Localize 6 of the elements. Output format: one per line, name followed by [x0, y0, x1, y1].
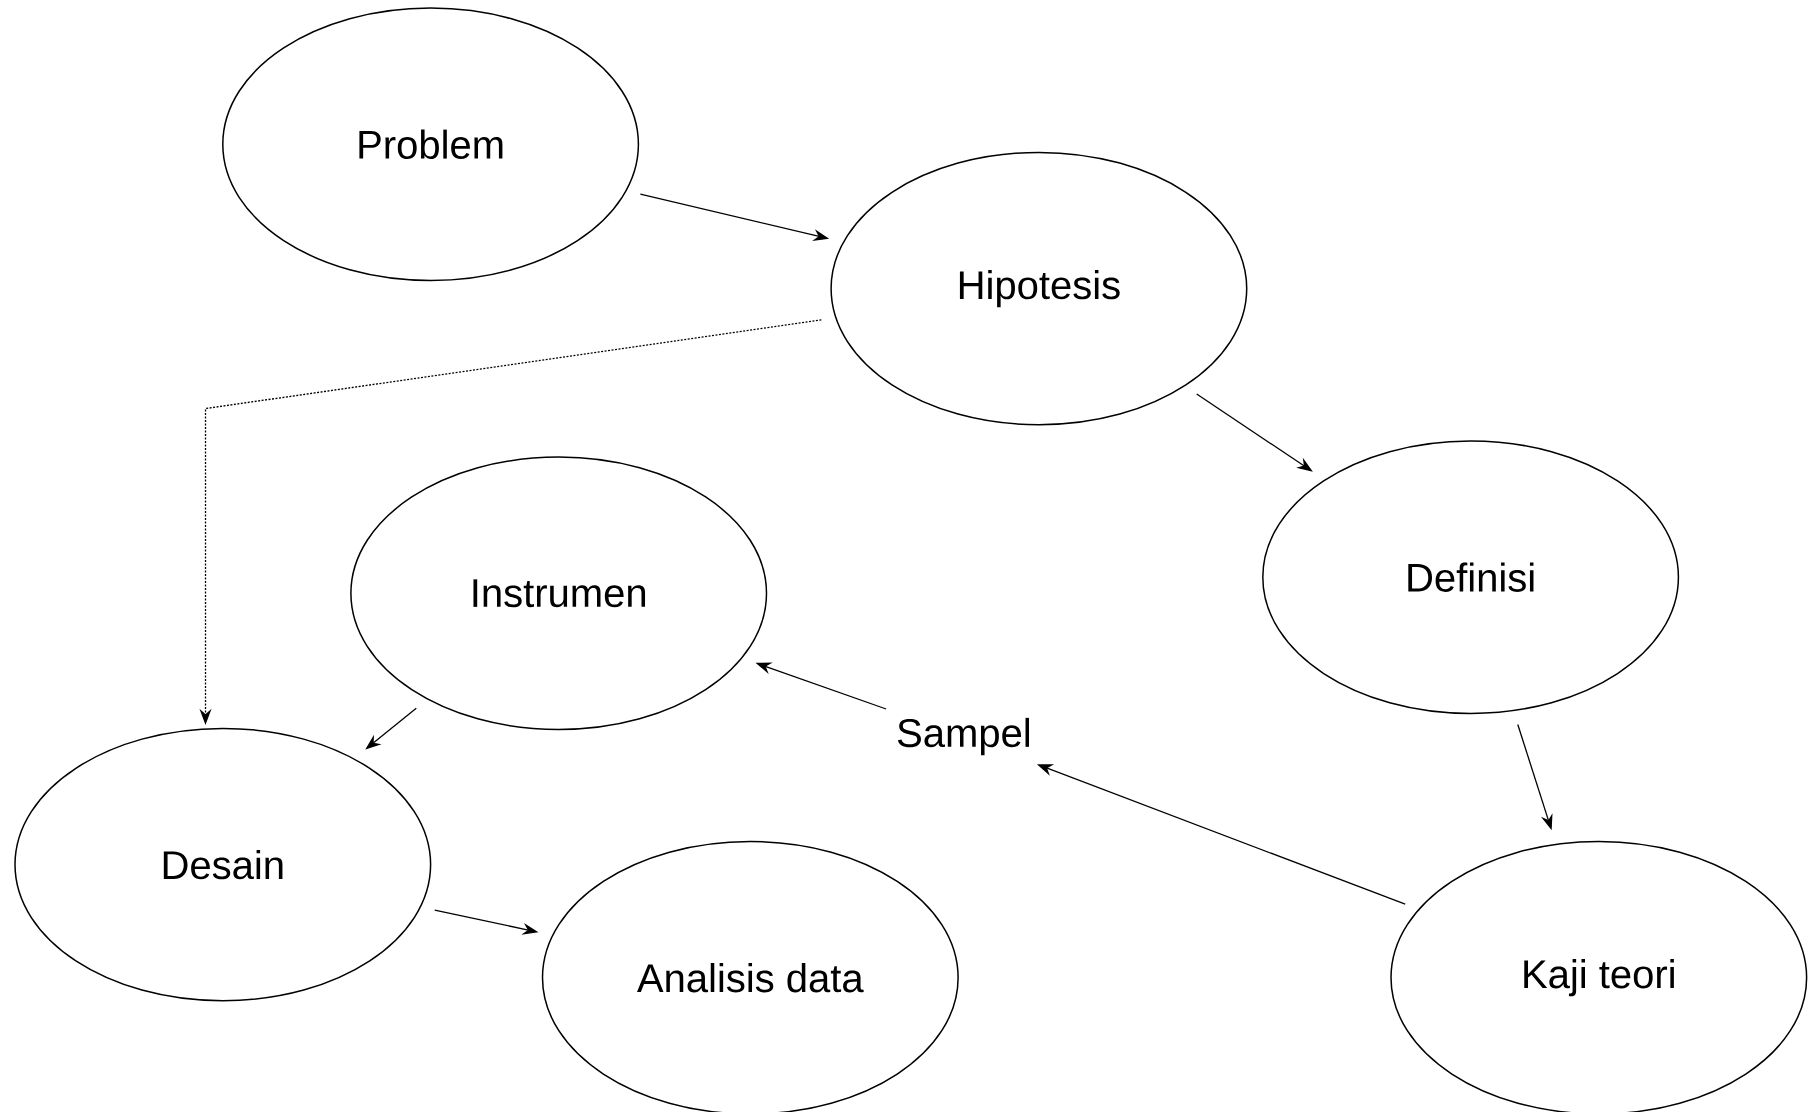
- ellipse-node: Problem: [222, 7, 640, 282]
- node-text: Sampel: [897, 717, 1030, 756]
- ellipse-node: Instrumen: [350, 456, 768, 731]
- ellipse-node: Definisi: [1262, 440, 1680, 715]
- ellipse-node: Desain: [14, 727, 432, 1002]
- ellipse-node: Hipotesis: [830, 151, 1248, 426]
